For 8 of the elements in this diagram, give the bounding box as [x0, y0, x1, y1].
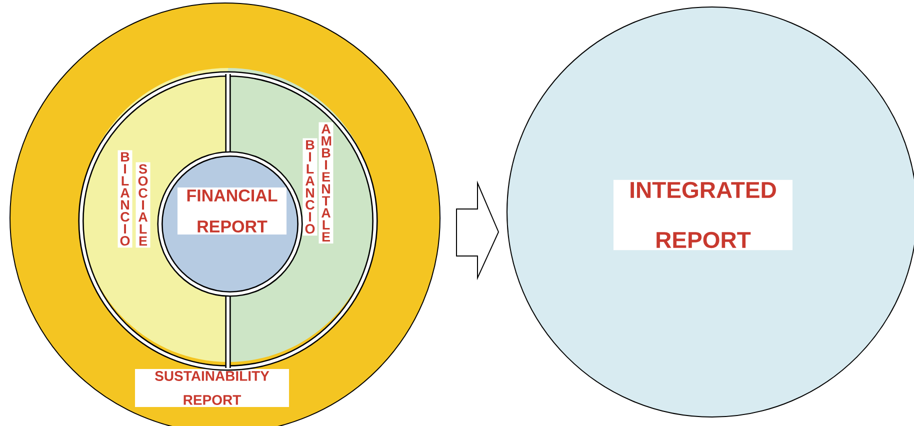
vertical-label: SOCIALE [136, 162, 150, 248]
circle-label: INTEGRATED REPORT [614, 180, 792, 250]
vertical-label: BILANCIO [118, 150, 132, 248]
vertical-label: AMBIENTALE [318, 122, 334, 244]
ring-label: SUSTAINABILITY REPORT [135, 369, 289, 407]
block-arrow [456, 180, 500, 280]
vertical-label: BILANCIO [302, 138, 318, 236]
center-label: FINANCIAL REPORT [178, 187, 286, 234]
